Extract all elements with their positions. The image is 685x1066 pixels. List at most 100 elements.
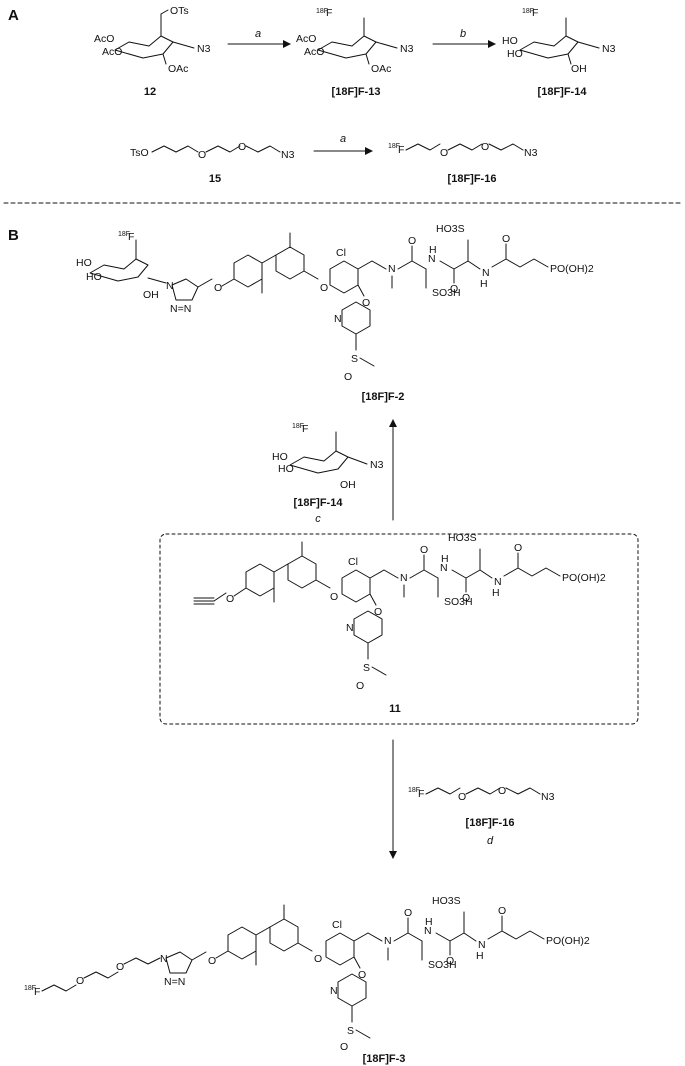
label-ho: HO — [272, 451, 288, 463]
label-so3h: SO3H — [444, 596, 473, 608]
label-f: F — [128, 231, 134, 243]
label-n3: N3 — [602, 43, 616, 55]
label-n3: N3 — [541, 791, 555, 803]
label-18f-iso: 18F — [388, 143, 400, 150]
label-o: O — [314, 953, 322, 965]
label-o: O — [420, 544, 428, 556]
label-n: N — [482, 267, 490, 279]
label-n: N — [330, 985, 338, 997]
label-h: H — [480, 278, 488, 290]
label-cl: Cl — [336, 247, 346, 259]
compound-label-11: 11 — [389, 703, 401, 715]
label-n: N — [478, 939, 486, 951]
compound-label-16-reagent: [18F]F-16 — [466, 817, 515, 829]
label-so3h: SO3H — [428, 959, 457, 971]
label-18f-iso: 18F — [316, 8, 328, 15]
label-n: N — [424, 925, 432, 937]
label-s: S — [363, 662, 370, 674]
compound-label-13: [18F]F-13 — [332, 86, 381, 98]
label-cl: Cl — [332, 919, 342, 931]
label-o: O — [502, 233, 510, 245]
label-o: O — [498, 785, 506, 797]
label-oh: OH — [340, 479, 356, 491]
structure-2: 18F F HO HO OH N N=N O O Cl N O N S — [76, 223, 594, 383]
label-aco: AcO — [304, 46, 324, 58]
compound-label-16: [18F]F-16 — [448, 173, 497, 185]
label-n: N — [440, 562, 448, 574]
label-n3: N3 — [370, 459, 384, 471]
label-so3h: SO3H — [432, 287, 461, 299]
label-po-oh2: PO(OH)2 — [562, 572, 606, 584]
label-o: O — [344, 371, 352, 383]
label-o: O — [214, 282, 222, 294]
label-s: S — [351, 353, 358, 365]
structure-16: 18F F O O N3 — [388, 141, 538, 159]
structure-3: 18F F O O N N=N O O Cl N O N S O O — [24, 895, 590, 1053]
label-n3: N3 — [281, 149, 295, 161]
label-o: O — [446, 955, 454, 967]
label-o: O — [330, 591, 338, 603]
label-h: H — [425, 916, 433, 928]
label-n: N — [334, 313, 342, 325]
structure-14-reagent: 18F F HO HO N3 OH — [272, 423, 384, 491]
label-n3: N3 — [524, 147, 538, 159]
label-o: O — [238, 141, 246, 153]
label-ho3s: HO3S — [436, 223, 465, 235]
label-n: N — [166, 280, 174, 292]
structure-16-reagent: 18F F O O N3 — [408, 785, 555, 803]
label-po-oh2: PO(OH)2 — [550, 263, 594, 275]
structure-15: TsO O O N3 — [130, 141, 295, 161]
label-n: N — [400, 572, 408, 584]
label-aco: AcO — [94, 33, 114, 45]
label-tso: TsO — [130, 147, 149, 159]
label-nn: N=N — [164, 976, 185, 988]
compound-label-3: [18F]F-3 — [363, 1053, 406, 1065]
label-po-oh2: PO(OH)2 — [546, 935, 590, 947]
label-o: O — [440, 147, 448, 159]
label-s: S — [347, 1025, 354, 1037]
label-ho: HO — [502, 35, 518, 47]
compound-label-12: 12 — [144, 86, 156, 98]
label-o: O — [450, 283, 458, 295]
label-o: O — [514, 542, 522, 554]
label-o: O — [320, 282, 328, 294]
label-n: N — [384, 935, 392, 947]
panel-b-label: B — [8, 227, 19, 244]
label-n: N — [388, 263, 396, 275]
label-o: O — [198, 149, 206, 161]
label-f: F — [34, 986, 40, 998]
label-h: H — [429, 244, 437, 256]
label-o: O — [498, 905, 506, 917]
label-f: F — [326, 7, 332, 19]
label-h: H — [492, 587, 500, 599]
label-cl: Cl — [348, 556, 358, 568]
compound-label-14-reagent: [18F]F-14 — [294, 497, 344, 509]
condition-b: b — [460, 28, 466, 40]
condition-a-2: a — [340, 133, 346, 145]
label-n: N — [346, 622, 354, 634]
label-n3: N3 — [197, 43, 211, 55]
label-ho3s: HO3S — [448, 532, 477, 544]
label-ho: HO — [76, 257, 92, 269]
label-o: O — [208, 955, 216, 967]
compound-label-15: 15 — [209, 173, 221, 185]
label-o: O — [362, 297, 370, 309]
compound-label-2: [18F]F-2 — [362, 391, 405, 403]
condition-d: d — [487, 835, 494, 847]
label-o: O — [374, 606, 382, 618]
label-ho3s: HO3S — [432, 895, 461, 907]
label-n: N — [494, 576, 502, 588]
label-oh: OH — [571, 63, 587, 75]
label-18f-iso: 18F — [522, 8, 534, 15]
label-n3: N3 — [400, 43, 414, 55]
label-o: O — [462, 592, 470, 604]
label-oh: OH — [143, 289, 159, 301]
label-n: N — [428, 253, 436, 265]
label-h: H — [441, 553, 449, 565]
label-o: O — [358, 969, 366, 981]
compound-label-14: [18F]F-14 — [538, 86, 588, 98]
condition-c: c — [315, 513, 321, 525]
label-f: F — [302, 423, 308, 435]
label-o: O — [481, 141, 489, 153]
